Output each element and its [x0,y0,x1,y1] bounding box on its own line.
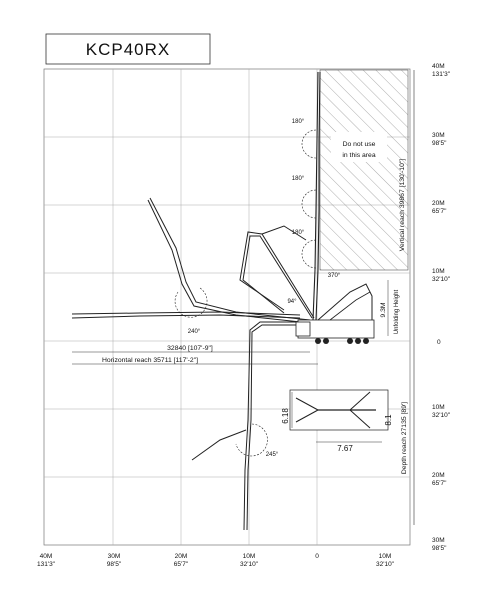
bottom-tick-pos10m-ft: 32'10" [376,561,395,568]
unfolding-height-label: Unfolding Height [394,289,400,334]
right-tick-zero: 0 [437,339,441,346]
angle-180-mid: 180° [292,176,305,182]
restricted-area-label-bg [331,132,387,162]
horizontal-reach-label: Horizontal reach 35711 [117'-2"] [102,357,198,364]
right-tick-30m-ft: 98'5" [432,140,447,147]
boom-folding [239,225,315,319]
bottom-axis-labels: 40M 131'3" 30M 98'5" 20M 65'7" 10M 32'10… [37,553,395,568]
angle-240: 240° [188,329,201,335]
angle-180-top: 180° [292,119,305,125]
right-tick-neg10m: 10M [432,404,445,411]
arc-240 [174,287,208,318]
boom-left-high [147,197,311,324]
bottom-tick-10m: 10M [243,553,256,560]
right-tick-10m-ft: 32'10" [432,276,451,283]
bottom-tick-20m-ft: 65'7" [174,561,189,568]
right-tick-10m: 10M [432,268,445,275]
right-tick-neg10m-ft: 32'10" [432,412,451,419]
right-tick-neg30m: 30M [432,537,445,544]
boom-down [191,321,300,531]
restricted-label-line2: in this area [342,152,375,159]
dim-767: 7.67 [337,444,353,453]
right-tick-neg20m: 20M [432,472,445,479]
angle-370: 370° [328,273,341,279]
bottom-tick-40m-ft: 131'3" [37,561,56,568]
fold-arcs [301,129,317,269]
unfolding-height-value: 9.3M [380,302,387,317]
restricted-area [319,69,409,271]
bottom-tick-40m: 40M [40,553,53,560]
bottom-tick-20m: 20M [175,553,188,560]
right-tick-neg20m-ft: 65'7" [432,480,447,487]
vertical-reach-label: Vertical reach 39867 [130'-10"] [399,159,406,252]
angle-245: 245° [266,452,279,458]
bottom-tick-30m-ft: 98'5" [107,561,122,568]
bottom-tick-pos10m: 10M [379,553,392,560]
depth-reach-label: Depth reach 27135 [89'] [401,402,408,474]
boom-vertical [312,71,321,321]
model-title: KCP40RX [86,40,170,59]
dim-618: 6.18 [281,408,290,424]
right-tick-40m-ft: 131'3" [432,71,451,78]
truck [295,283,375,344]
bottom-tick-30m: 30M [108,553,121,560]
dim-81: 8.1 [384,414,393,426]
bottom-tick-10m-ft: 32'10" [240,561,259,568]
right-tick-40m: 40M [432,63,445,70]
right-axis-labels: 40M 131'3" 30M 98'5" 20M 65'7" 10M 32'10… [432,63,451,552]
reach-32840-label: 32840 [107'-9"] [167,345,213,352]
right-tick-neg30m-ft: 98'5" [432,545,447,552]
boom-horizontal [71,311,301,319]
right-tick-20m-ft: 65'7" [432,208,447,215]
angle-180-low: 180° [292,230,305,236]
bottom-tick-zero: 0 [315,553,319,560]
outrigger-top-view [289,389,389,431]
grid-frame [43,68,411,546]
right-tick-30m: 30M [432,132,445,139]
restricted-label-line1: Do not use [343,141,376,148]
title-box [45,33,211,65]
angle-94: 94° [287,299,297,305]
arc-245 [235,423,268,457]
right-tick-20m: 20M [432,200,445,207]
